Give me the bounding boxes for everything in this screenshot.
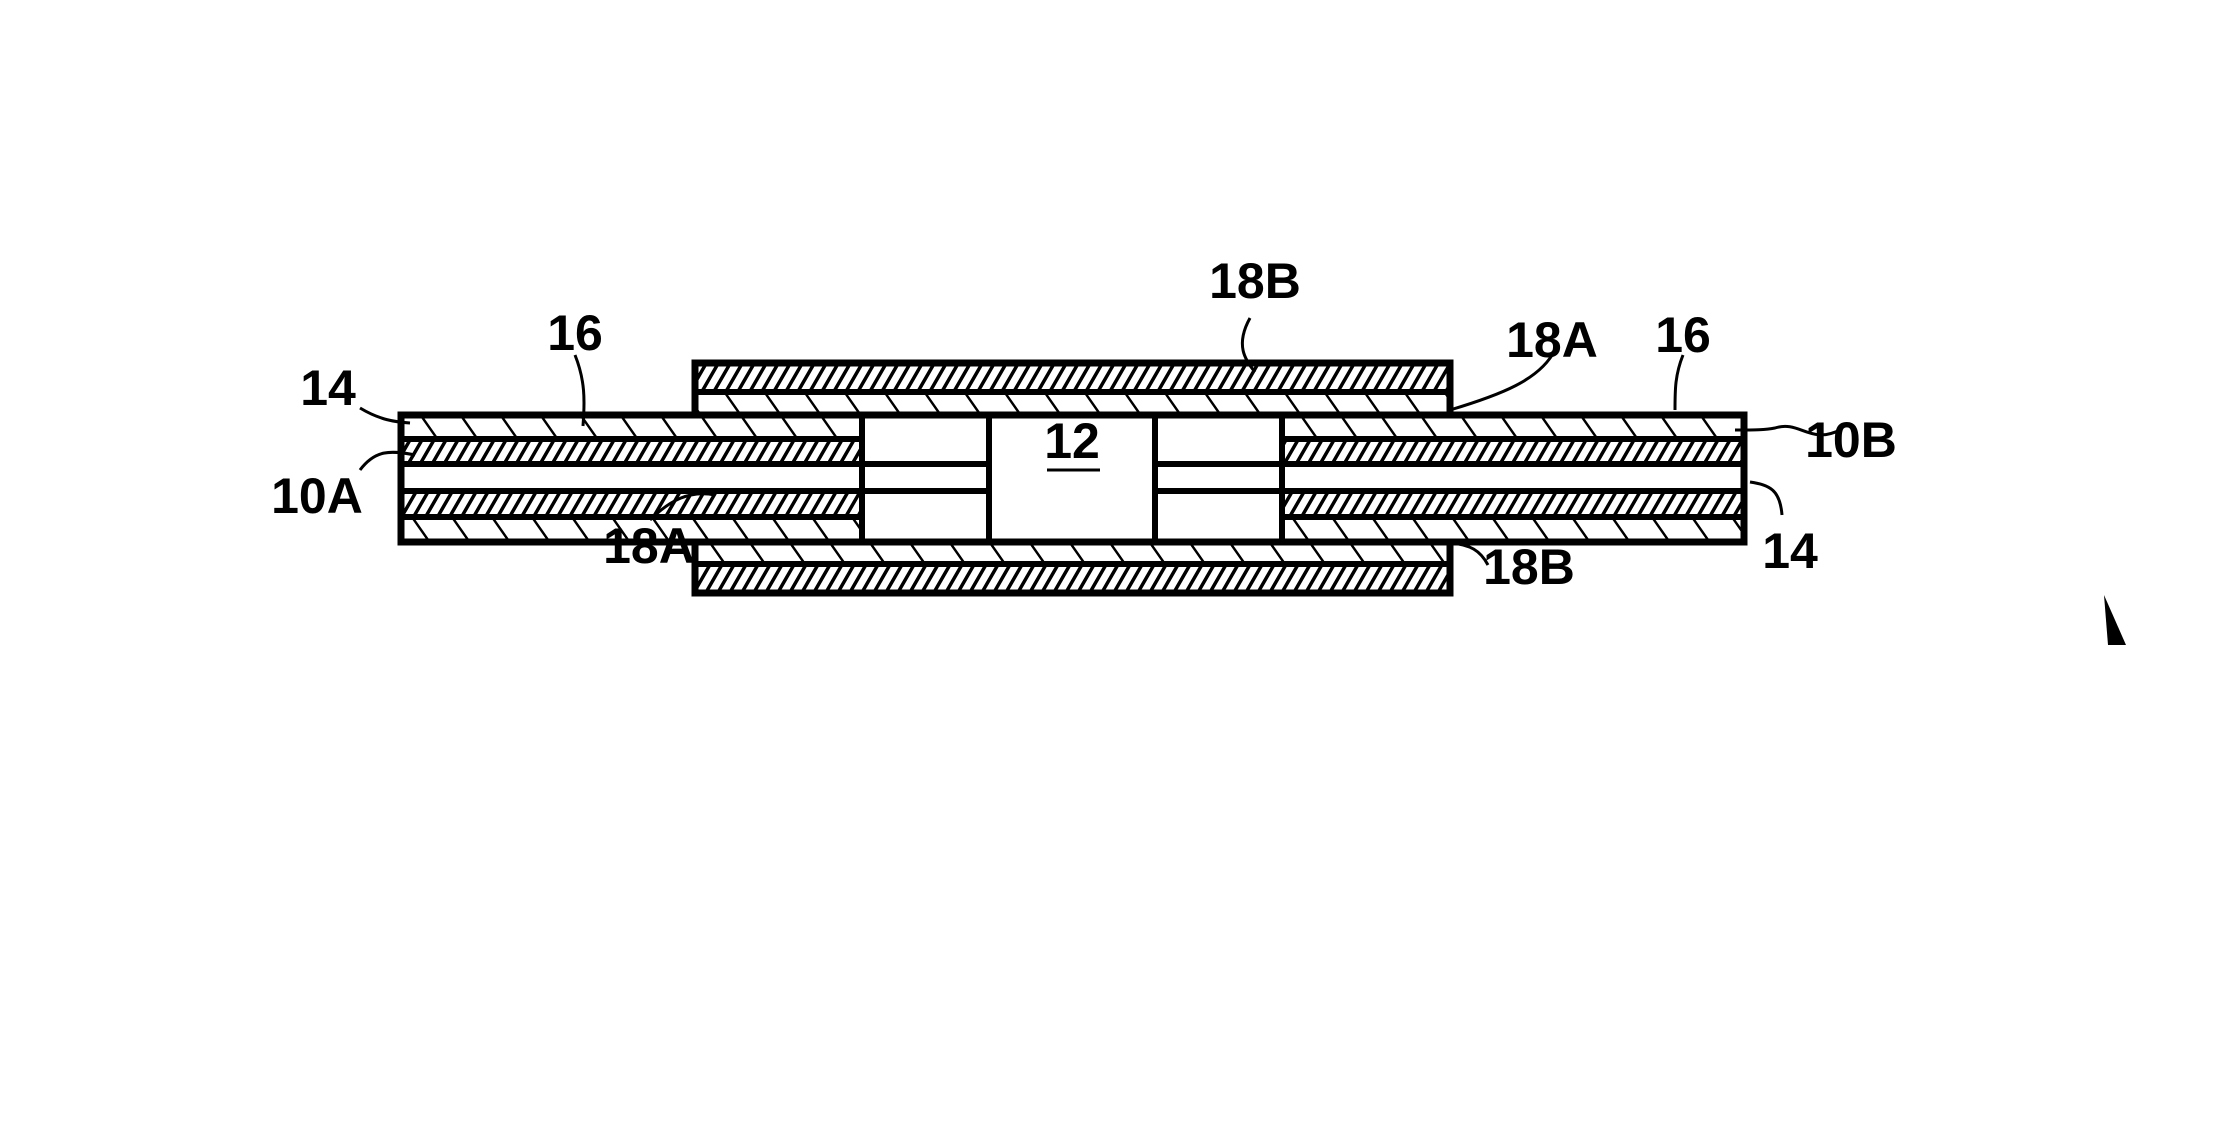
fiber-10b xyxy=(1155,415,1744,542)
outer-sleeve-top xyxy=(691,359,1454,415)
tube-outline xyxy=(397,411,1748,546)
label-18b-bottom: 18B xyxy=(1483,539,1575,595)
label-18a-top: 18A xyxy=(1506,312,1598,368)
label-18a-bottom: 18A xyxy=(603,518,695,574)
stray-mark xyxy=(2104,595,2126,645)
label-14-left: 14 xyxy=(300,360,356,416)
label-16-left: 16 xyxy=(547,305,603,361)
label-16-right: 16 xyxy=(1655,307,1711,363)
fiber-10a xyxy=(401,415,989,542)
component-12: 12 xyxy=(986,413,1158,542)
label-12: 12 xyxy=(1044,413,1100,469)
label-10b: 10B xyxy=(1805,412,1897,468)
label-18b-top: 18B xyxy=(1209,253,1301,309)
label-10a: 10A xyxy=(271,468,363,524)
leader-lines xyxy=(358,317,1841,566)
outer-sleeve-bottom xyxy=(691,542,1454,597)
label-14-right: 14 xyxy=(1762,523,1818,579)
